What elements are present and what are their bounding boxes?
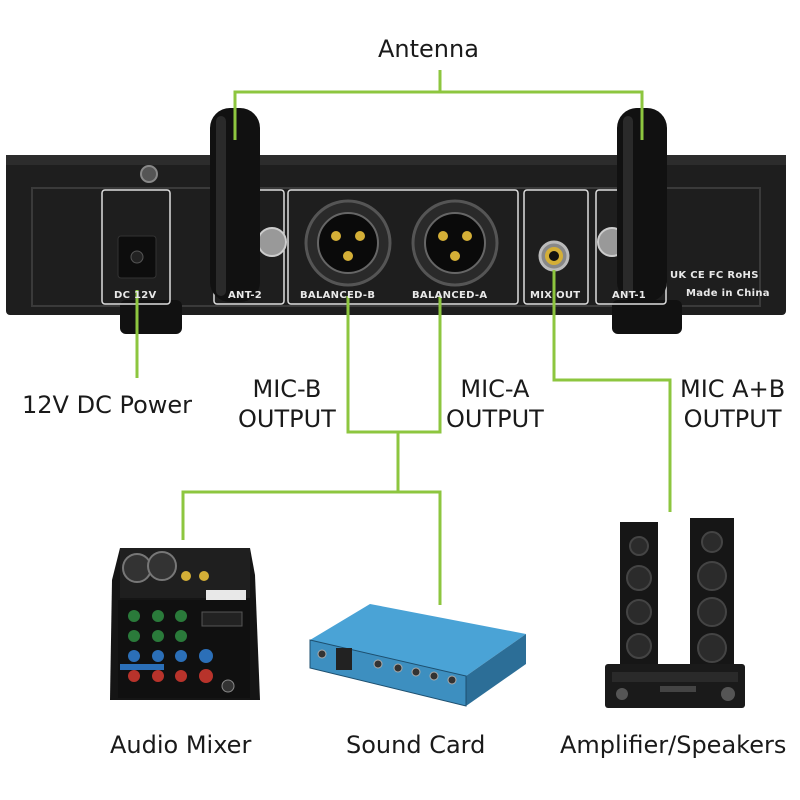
sound-card-device [309,604,526,707]
antenna-2 [210,108,260,302]
antenna-1 [617,108,667,302]
antenna-label: Antenna [378,35,479,63]
amplifier-speakers-device [605,518,745,708]
connector-lines [135,70,672,605]
cert-label: UK CE FC RoHS [670,270,759,281]
receiver-back-panel [6,155,786,334]
dc-power-label: 12V DC Power [22,391,193,419]
ant1-label: ANT-1 [612,290,647,301]
screw-icon [140,165,158,183]
ant2-label: ANT-2 [228,290,263,301]
audio-mixer-label: Audio Mixer [110,731,252,759]
mix-out-label: MIX OUT [530,290,581,301]
balanced-a-label: BALANCED-A [412,290,488,301]
amp-speakers-label: Amplifier/Speakers [560,731,787,759]
balanced-b-label: BALANCED-B [300,290,376,301]
made-in-label: Made in China [686,288,770,299]
mix-out-jack[interactable] [538,240,570,272]
sound-card-label: Sound Card [346,731,486,759]
dc-label: DC 12V [114,290,157,301]
xlr-connector-a[interactable] [411,199,499,287]
xlr-connector-b[interactable] [304,199,392,287]
audio-mixer-device [110,548,260,700]
